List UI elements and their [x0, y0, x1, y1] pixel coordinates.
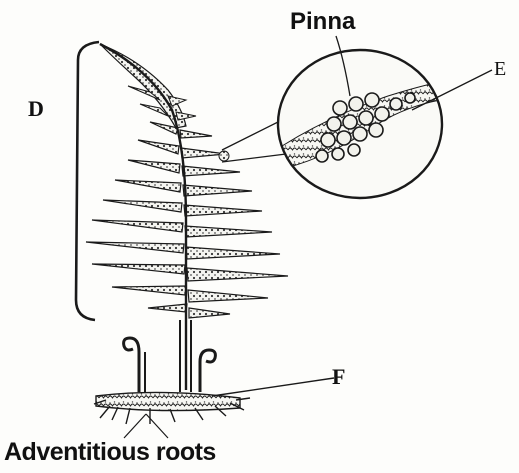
label-f: F — [332, 364, 345, 390]
roots-pointer — [124, 414, 168, 438]
frond-pinnae-right — [180, 130, 288, 318]
label-e: E — [494, 58, 506, 81]
f-pointer — [212, 378, 334, 396]
fiddlehead-right — [200, 350, 215, 392]
label-pinna: Pinna — [290, 8, 355, 36]
lens-connector — [222, 120, 286, 162]
magnified-pinna — [270, 40, 450, 210]
frond-pinnae-left — [86, 122, 187, 312]
fiddlehead-left — [124, 338, 145, 392]
rachis — [100, 44, 186, 390]
bracket-d — [76, 42, 99, 320]
label-d: D — [28, 96, 44, 122]
label-adventitious-roots: Adventitious roots — [4, 438, 216, 467]
